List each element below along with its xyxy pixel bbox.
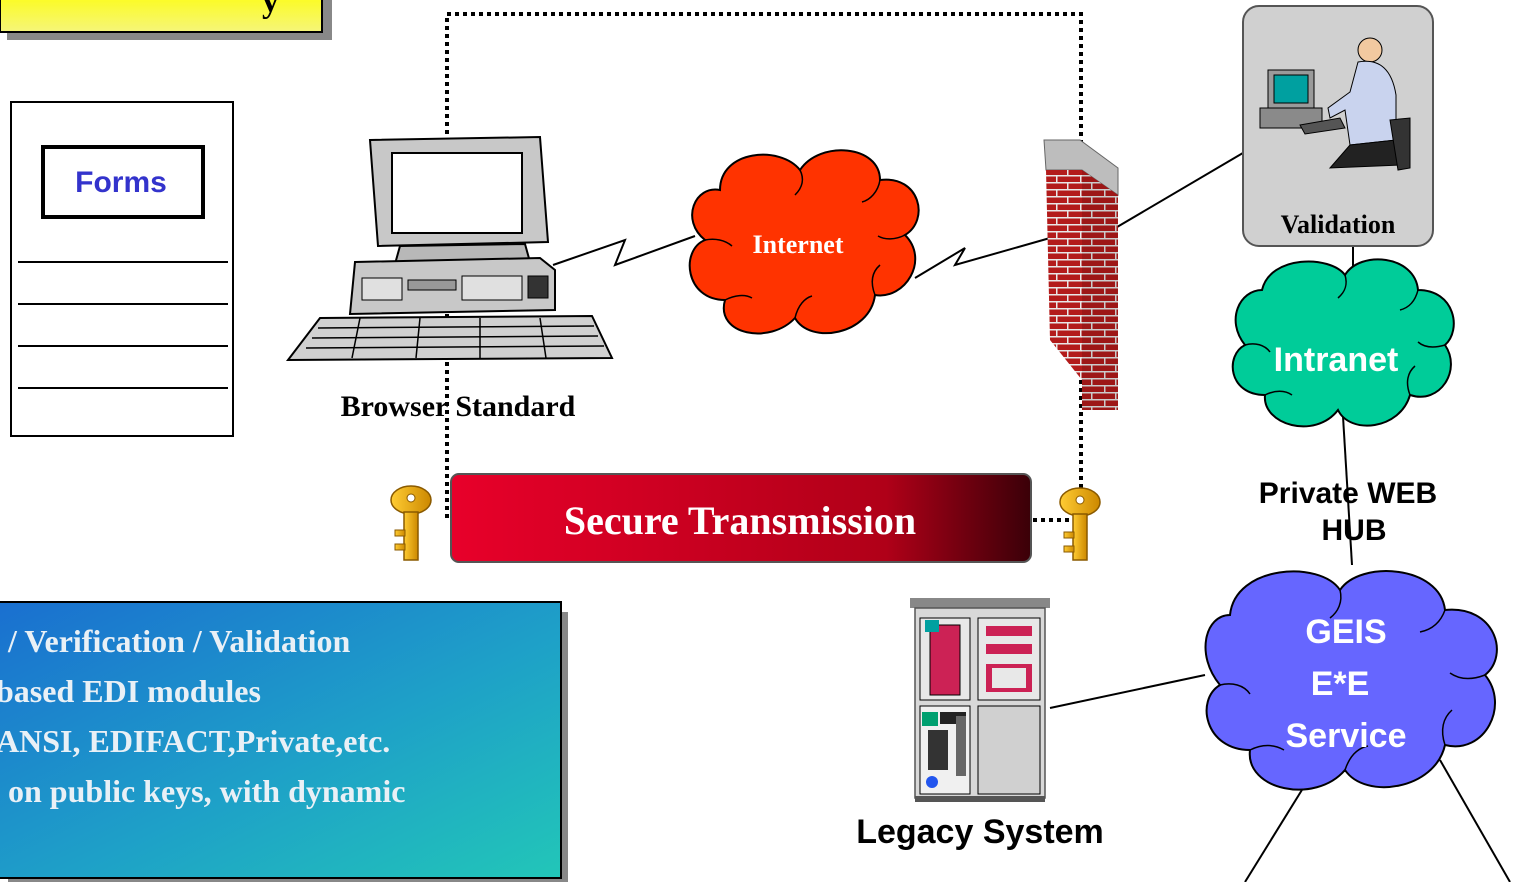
legacy-server-icon (910, 598, 1050, 802)
validation-label: Validation (1281, 210, 1396, 239)
computer-icon (285, 135, 614, 362)
bullet-4: on public keys, with dynamic (8, 773, 405, 809)
firewall-icon (1043, 139, 1119, 410)
secure-label: Secure Transmission (564, 498, 916, 543)
legacy-label: Legacy System (856, 813, 1104, 851)
key-icon-right (1059, 487, 1101, 561)
hub-label-line1: Private WEB (1259, 477, 1437, 510)
intranet-cloud: Intranet (1231, 258, 1455, 428)
info-box: / Verification / Validation based EDI mo… (0, 601, 568, 882)
user-at-computer-icon (1259, 37, 1411, 171)
forms-label: Forms (75, 166, 167, 199)
geis-line2: E*E (1311, 665, 1370, 703)
bullet-1: / Verification / Validation (7, 623, 350, 659)
geis-service-cloud: GEIS E*E Service (1204, 570, 1498, 791)
internet-cloud: Internet (688, 149, 920, 335)
bullet-2: based EDI modules (0, 673, 261, 709)
forms-document: Forms (10, 101, 234, 437)
key-icon-left (390, 485, 432, 561)
intranet-label: Intranet (1274, 341, 1399, 379)
title-fragment: y (262, 0, 279, 20)
internet-label: Internet (753, 230, 844, 259)
hub-label-line2: HUB (1322, 514, 1387, 547)
bullet-3: ANSI, EDIFACT,Private,etc. (0, 723, 390, 759)
geis-line1: GEIS (1305, 613, 1386, 651)
browser-label: Browser Standard (341, 390, 576, 423)
validation-box: Validation (1242, 5, 1434, 247)
geis-line3: Service (1286, 717, 1407, 755)
title-box: y (0, 0, 332, 40)
secure-transmission-band: Secure Transmission (450, 473, 1032, 563)
